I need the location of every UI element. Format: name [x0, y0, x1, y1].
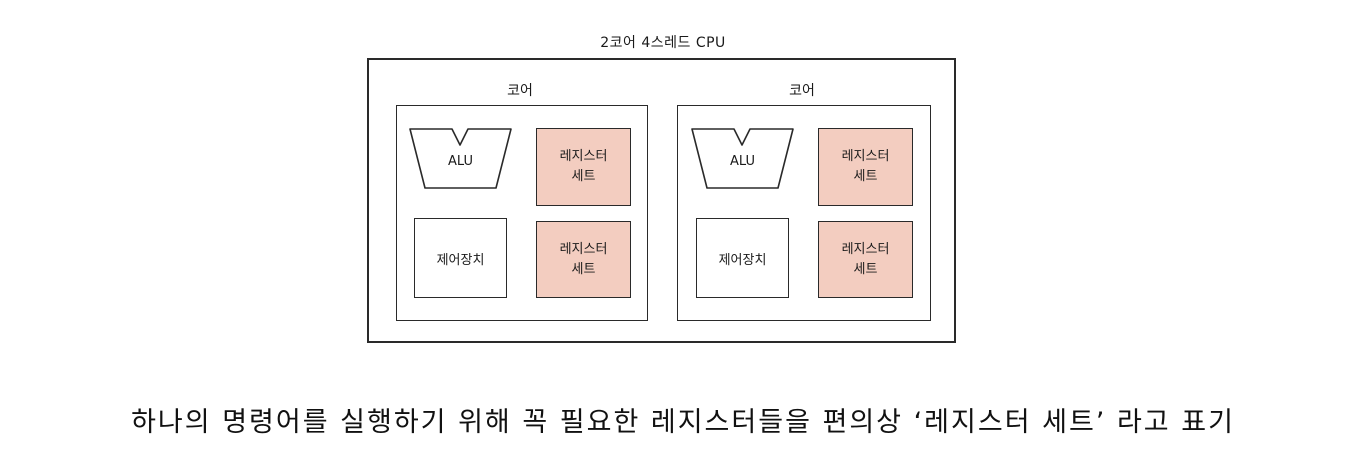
register-set-label-line1: 레지스터 [841, 149, 890, 164]
alu-1: ALU [408, 127, 513, 190]
register-set-1-2: 레지스터 세트 [536, 221, 631, 298]
register-set-2-2: 레지스터 세트 [818, 221, 913, 298]
register-set-label-line1: 레지스터 [559, 241, 608, 257]
control-unit-1: 제어장치 [414, 218, 507, 298]
register-set-label-line2: 세트 [853, 169, 878, 184]
control-unit-2: 제어장치 [696, 218, 789, 298]
core-label-1: 코어 [507, 83, 533, 99]
core-label-2: 코어 [789, 83, 815, 99]
register-set-1-1: 레지스터 세트 [536, 128, 631, 206]
control-unit-label: 제어장치 [436, 252, 485, 268]
caption-subtitle: 하나의 명령어를 실행하기 위해 꼭 필요한 레지스터들을 편의상 ‘레지스터 … [131, 407, 1235, 438]
alu-label-1: ALU [447, 154, 473, 169]
register-set-label-line2: 세트 [571, 169, 596, 184]
alu-shape-icon [691, 128, 794, 189]
cpu-box [367, 58, 956, 343]
alu-2: ALU [690, 127, 795, 190]
core-box-2 [677, 105, 931, 321]
register-set-label-line2: 세트 [853, 261, 878, 277]
alu-shape-icon [409, 128, 512, 189]
register-set-label-line1: 레지스터 [559, 149, 608, 164]
control-unit-label: 제어장치 [718, 252, 767, 268]
cpu-title: 2코어 4스레드 CPU [600, 35, 726, 51]
alu-label-2: ALU [729, 154, 755, 169]
register-set-label-line2: 세트 [571, 261, 596, 277]
register-set-2-1: 레지스터 세트 [818, 128, 913, 206]
register-set-label-line1: 레지스터 [841, 241, 890, 257]
core-box-1 [396, 105, 648, 321]
